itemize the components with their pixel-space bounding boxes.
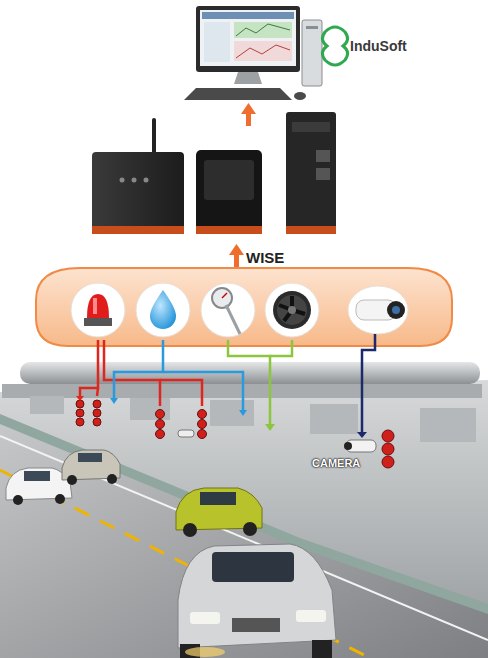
- up-arrow: [229, 244, 244, 267]
- arrowheads: [76, 396, 367, 438]
- sensor-band: [36, 268, 452, 346]
- computer: [184, 6, 322, 100]
- camera-label: CAMERA: [312, 457, 360, 469]
- logo-text: InduSoft: [350, 39, 407, 54]
- wires: [80, 334, 375, 432]
- lane-line: [0, 470, 370, 658]
- wise-devices: [92, 112, 336, 234]
- cars: [6, 450, 336, 658]
- wall-camera: [178, 430, 376, 452]
- sensor-icons: [71, 283, 408, 337]
- road: [0, 420, 488, 658]
- up-arrow: [241, 103, 256, 126]
- indusoft-logo: [322, 27, 347, 65]
- bus-label: WISE: [246, 250, 284, 267]
- ducts: [2, 362, 482, 442]
